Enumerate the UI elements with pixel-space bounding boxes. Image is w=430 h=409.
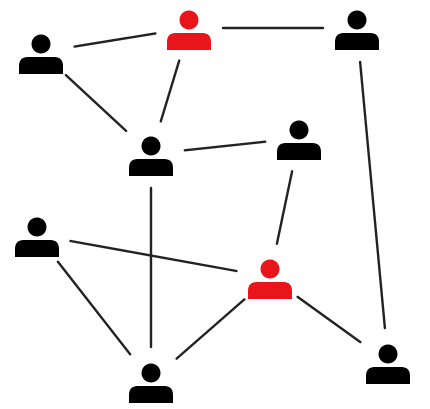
edge-n5-n7 <box>275 170 294 245</box>
person-icon-n6 <box>15 217 59 257</box>
edge-n4-n5 <box>183 140 267 152</box>
edge-n1-n2 <box>73 32 157 48</box>
person-body <box>129 159 173 176</box>
person-head <box>179 10 199 30</box>
person-body <box>19 57 63 74</box>
edge-n1-n4 <box>64 73 128 133</box>
person-icon-n2-highlighted <box>167 10 211 50</box>
person-body <box>167 33 211 50</box>
person-icon-n3 <box>335 10 379 50</box>
person-body <box>277 143 321 160</box>
edge-n7-n8 <box>175 298 246 360</box>
person-head <box>27 217 47 237</box>
person-icon-n7-highlighted <box>248 259 292 299</box>
person-icon-n9 <box>366 344 410 384</box>
edge-n6-n8 <box>56 260 132 356</box>
node-layer <box>15 10 410 403</box>
person-body <box>248 282 292 299</box>
person-body <box>129 386 173 403</box>
person-head <box>289 120 309 140</box>
person-icon-n1 <box>19 34 63 74</box>
edge-n3-n9 <box>358 60 387 330</box>
person-icon-n4 <box>129 136 173 176</box>
person-icon-n5 <box>277 120 321 160</box>
person-head <box>31 34 51 54</box>
person-body <box>15 240 59 257</box>
person-head <box>347 10 367 30</box>
person-icon-n8 <box>129 363 173 403</box>
edge-n6-n7 <box>69 239 238 273</box>
edge-n2-n4 <box>159 59 181 123</box>
person-head <box>141 363 161 383</box>
person-head <box>378 344 398 364</box>
person-head <box>260 259 280 279</box>
edge-n7-n9 <box>296 295 362 344</box>
edge-layer <box>56 26 387 360</box>
person-body <box>366 367 410 384</box>
person-head <box>141 136 161 156</box>
person-body <box>335 33 379 50</box>
